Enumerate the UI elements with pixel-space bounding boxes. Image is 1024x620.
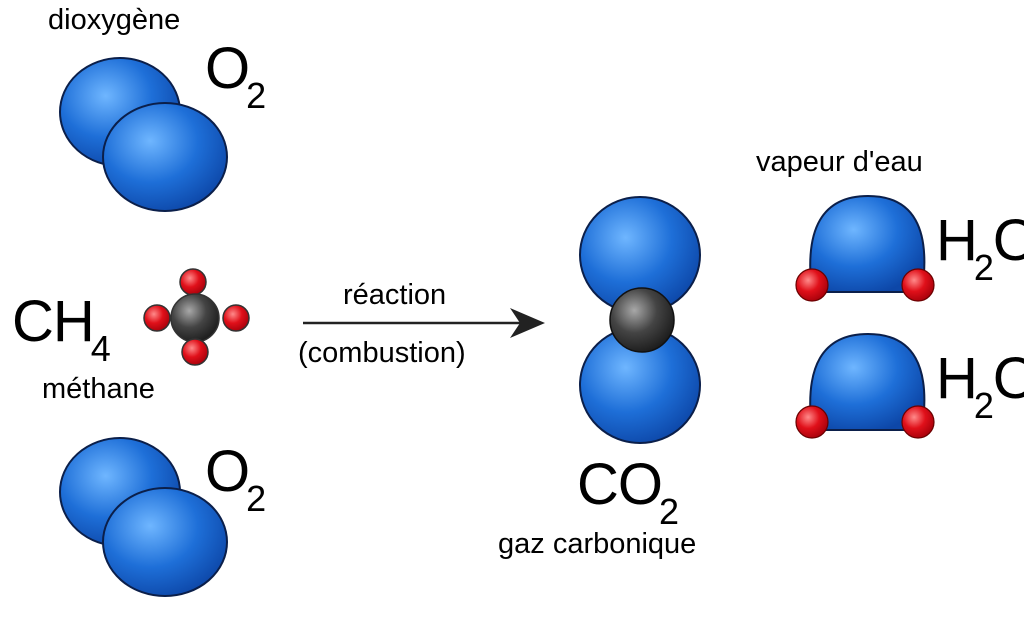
hydrogen-atom [795, 405, 829, 439]
formula-subscript: 2 [246, 75, 266, 116]
formula-main: H [936, 346, 978, 411]
oxygen-formula-top: O2 [205, 40, 266, 114]
oxygen-formula-bottom: O2 [205, 443, 266, 517]
carbon-dioxide-formula: CO2 [577, 456, 679, 530]
oxygen-name-label: dioxygène [48, 4, 181, 36]
formula-main: O [205, 439, 250, 504]
formula-subscript: 2 [973, 247, 994, 288]
formula-main: O [205, 36, 250, 101]
hydrogen-atom [222, 304, 250, 332]
formula-subscript: 2 [973, 385, 994, 426]
hydrogen-atom [901, 405, 935, 439]
formula-main: H [936, 208, 978, 273]
water-molecule-top [795, 194, 935, 302]
formula-main: CH [12, 289, 95, 354]
oxygen-molecule-bottom [59, 437, 228, 597]
water-formula-top: H2O [936, 212, 1024, 286]
methane-formula: CH4 [12, 293, 111, 367]
formula-tail: O [992, 346, 1024, 411]
oxygen-atom [809, 194, 926, 293]
hydrogen-atom [179, 268, 207, 296]
oxygen-atom [102, 487, 228, 597]
water-formula-bottom: H2O [936, 350, 1024, 424]
oxygen-molecule-top [59, 57, 228, 212]
hydrogen-atom [181, 338, 209, 366]
hydrogen-atom [795, 268, 829, 302]
carbon-atom [609, 287, 675, 353]
formula-main: CO [577, 452, 663, 517]
carbon-dioxide-name-label: gaz carbonique [498, 528, 697, 560]
oxygen-atom [809, 332, 926, 431]
carbon-atom [170, 293, 220, 343]
arrow-label-bottom: (combustion) [298, 337, 466, 369]
hydrogen-atom [901, 268, 935, 302]
water-molecule-bottom [795, 332, 935, 439]
water-vapor-name-label: vapeur d'eau [756, 146, 923, 178]
formula-tail: O [992, 208, 1024, 273]
oxygen-atom [102, 102, 228, 212]
formula-subscript: 2 [246, 478, 266, 519]
formula-subscript: 2 [659, 491, 679, 532]
methane-molecule [143, 268, 250, 366]
formula-subscript: 4 [90, 328, 111, 369]
arrow-label-top: réaction [343, 279, 447, 311]
hydrogen-atom [143, 304, 171, 332]
methane-name-label: méthane [42, 373, 155, 405]
carbon-dioxide-molecule [579, 196, 701, 444]
